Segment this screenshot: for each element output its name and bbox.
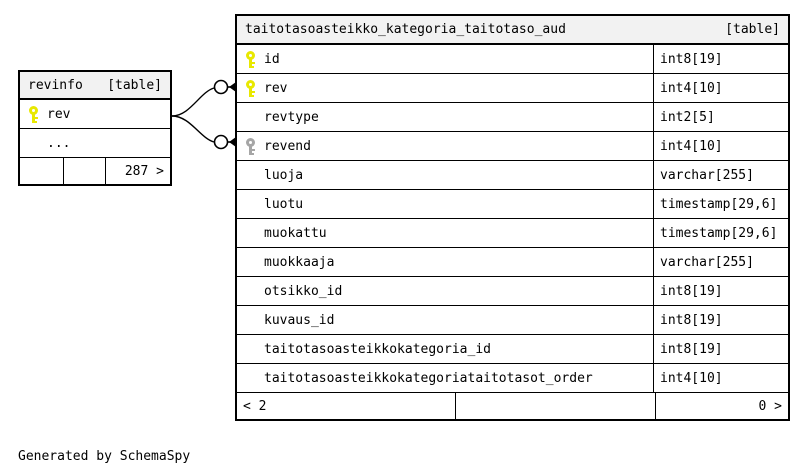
column-name-cell: muokkaaja [237,254,653,271]
column-name: luoja [264,167,304,183]
column-type: timestamp[29,6] [653,219,788,247]
column-name: luotu [264,196,304,212]
column-type: int4[10] [653,74,788,102]
column-type: int8[19] [653,45,788,73]
table-row[interactable]: luoja varchar[255] [237,161,788,190]
table-row[interactable]: otsikko_id int8[19] [237,277,788,306]
column-name: muokkaaja [264,254,335,270]
table-main-footer-left[interactable]: < 2 [243,398,267,414]
column-name: id [264,51,280,67]
table-revinfo-name: revinfo [28,77,83,93]
table-revinfo-footer-right[interactable]: 287 > [105,158,170,184]
column-name: kuvaus_id [264,312,335,328]
column-name-cell: rev [237,79,653,97]
table-revinfo-tag: [table] [107,77,162,93]
table-revinfo-footer-left[interactable] [20,158,63,184]
column-type: int8[19] [653,306,788,334]
table-row[interactable]: taitotasoasteikkokategoriataitotasot_ord… [237,364,788,393]
table-row[interactable]: ... [20,129,170,158]
relationship-line-revend [171,115,215,143]
table-main-header: taitotasoasteikko_kategoria_taitotaso_au… [237,16,788,45]
column-name: ... [47,135,71,151]
column-name-cell: revend [237,137,653,155]
primary-key-icon [245,79,256,97]
table-row[interactable]: rev [20,100,170,129]
column-name: revtype [264,109,319,125]
column-name-cell: rev [20,105,170,123]
column-name-cell: taitotasoasteikkokategoria_id [237,341,653,358]
column-name-cell: id [237,50,653,68]
column-name: taitotasoasteikkokategoria_id [264,341,491,357]
table-main-footer-right[interactable]: 0 > [655,393,788,419]
column-name: rev [47,106,71,122]
relationship-endpoint-revend [213,134,229,150]
column-name-cell: revtype [237,109,653,126]
column-name-cell: kuvaus_id [237,312,653,329]
table-row[interactable]: muokattu timestamp[29,6] [237,219,788,248]
column-name: taitotasoasteikkokategoriataitotasot_ord… [264,370,593,386]
primary-key-icon [28,105,39,123]
table-revinfo-footer: 287 > [20,158,170,184]
column-name-cell: ... [20,135,170,152]
table-row[interactable]: taitotasoasteikkokategoria_id int8[19] [237,335,788,364]
table-main-tag: [table] [725,22,780,37]
column-name: muokattu [264,225,327,241]
table-row[interactable]: kuvaus_id int8[19] [237,306,788,335]
column-type: varchar[255] [653,161,788,189]
column-name: revend [264,138,311,154]
table-taitotasoasteikko-kategoria-taitotaso-aud[interactable]: taitotasoasteikko_kategoria_taitotaso_au… [235,14,790,421]
relationship-endpoint-rev [213,79,229,95]
table-revinfo-footer-middle [63,158,105,184]
column-name-cell: otsikko_id [237,283,653,300]
table-row[interactable]: revend int4[10] [237,132,788,161]
table-revinfo-header: revinfo [table] [20,72,170,100]
column-type: int2[5] [653,103,788,131]
column-type: int8[19] [653,277,788,305]
table-main-footer: < 2 0 > [237,393,788,419]
table-row[interactable]: muokkaaja varchar[255] [237,248,788,277]
table-row[interactable]: id int8[19] [237,45,788,74]
table-revinfo[interactable]: revinfo [table] rev... 287 > [18,70,172,186]
table-row[interactable]: revtype int2[5] [237,103,788,132]
column-type: int8[19] [653,335,788,363]
primary-key-icon [245,50,256,68]
table-main-name: taitotasoasteikko_kategoria_taitotaso_au… [245,22,566,37]
table-row[interactable]: luotu timestamp[29,6] [237,190,788,219]
table-main-footer-middle [455,393,655,419]
column-type: varchar[255] [653,248,788,276]
column-name-cell: muokattu [237,225,653,242]
column-type: timestamp[29,6] [653,190,788,218]
column-name-cell: luoja [237,167,653,184]
column-name: rev [264,80,288,96]
relationship-line-rev [171,87,215,117]
column-type: int4[10] [653,132,788,160]
column-name-cell: taitotasoasteikkokategoriataitotasot_ord… [237,370,653,387]
foreign-key-icon [245,137,256,155]
column-type: int4[10] [653,364,788,392]
column-name-cell: luotu [237,196,653,213]
generator-caption: Generated by SchemaSpy [18,449,191,464]
column-name: otsikko_id [264,283,343,299]
table-revinfo-rows: rev... [20,100,170,158]
table-row[interactable]: rev int4[10] [237,74,788,103]
